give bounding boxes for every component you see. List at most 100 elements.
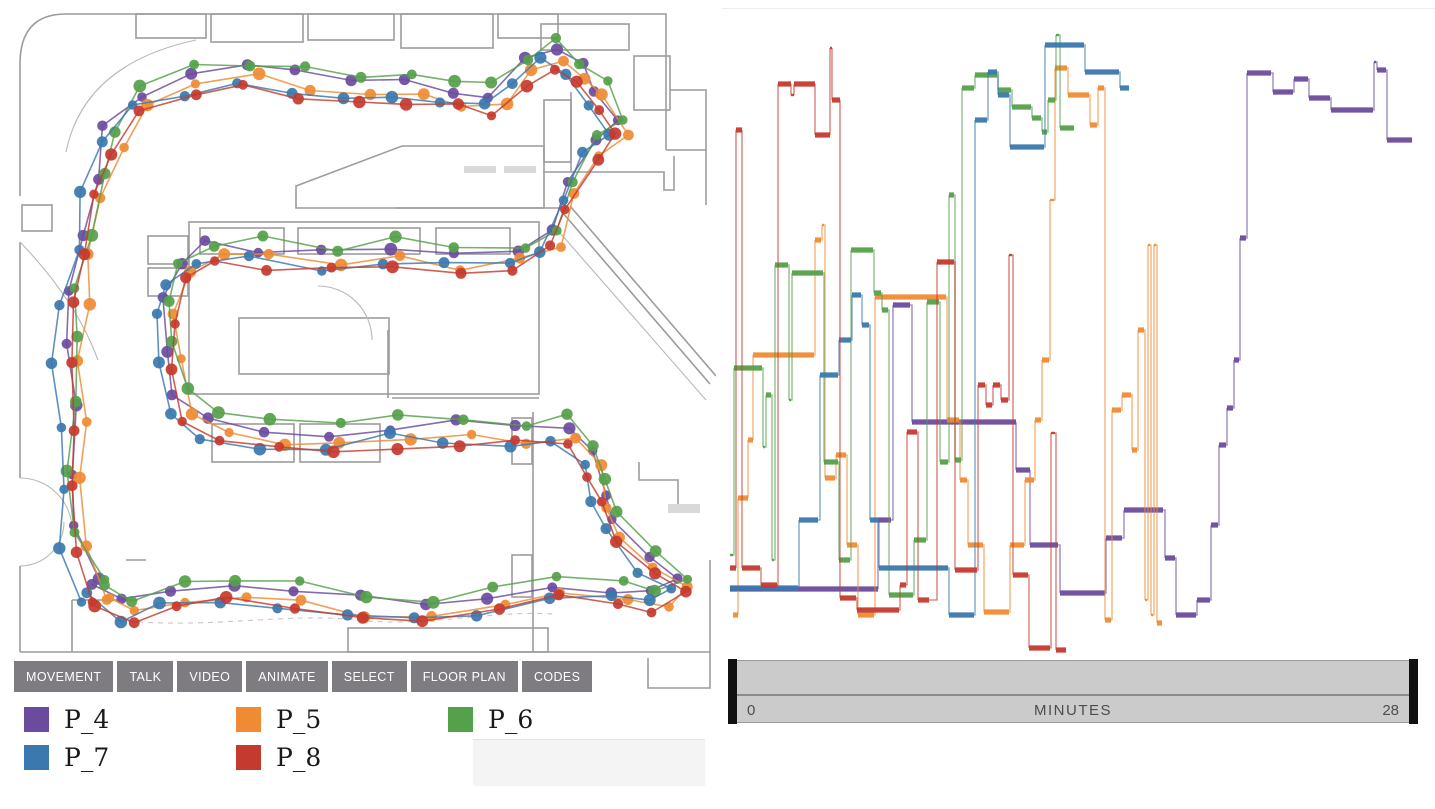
legend-swatch-p_6: [448, 706, 473, 732]
legend-item-p_7: P_7: [24, 738, 236, 776]
trajectory-point-p_8: [560, 204, 570, 215]
trajectory-point-p_5: [83, 298, 97, 311]
trajectory-point-p_5: [295, 594, 307, 606]
legend-swatch-p_7: [24, 744, 49, 770]
trajectory-point-p_4: [137, 92, 147, 102]
trajectory-point-p_6: [172, 258, 183, 269]
trajectory-point-p_6: [448, 242, 460, 253]
trajectory-point-p_8: [452, 98, 464, 110]
trajectory-point-p_8: [326, 262, 337, 273]
trajectory-point-p_7: [151, 308, 163, 319]
trajectory-point-p_4: [97, 120, 108, 131]
trajectory-point-p_7: [165, 408, 177, 420]
trajectory-point-p_6: [212, 406, 225, 419]
toolbar-button-video[interactable]: VIDEO: [177, 661, 243, 692]
trajectory-point-p_6: [392, 409, 404, 421]
trajectory-point-p_6: [335, 417, 346, 429]
trajectory-point-p_4: [316, 244, 327, 255]
legend-item-p_6: P_6: [448, 700, 660, 738]
trajectory-point-p_8: [553, 589, 565, 601]
trajectory-point-p_7: [438, 257, 450, 269]
trajectory-point-p_7: [76, 597, 87, 607]
trajectory-point-p_8: [88, 599, 102, 613]
trajectory-point-p_6: [603, 76, 613, 86]
trajectory-point-p_8: [594, 105, 605, 116]
trajectory-point-p_8: [386, 260, 399, 274]
trajectory-point-p_7: [666, 583, 677, 594]
trajectory-point-p_8: [133, 105, 145, 117]
trajectory-point-p_5: [81, 417, 92, 427]
trajectory-point-p_7: [506, 78, 518, 89]
scrubber-track[interactable]: 0 MINUTES 28: [737, 660, 1409, 723]
trajectory-point-p_8: [596, 496, 607, 507]
trajectory-point-p_7: [160, 279, 172, 291]
trajectory-point-p_8: [608, 127, 622, 140]
trajectory-point-p_5: [570, 432, 581, 444]
scrubber-handle-end[interactable]: [1409, 659, 1418, 724]
trajectory-point-p_8: [274, 441, 285, 452]
trajectory-point-p_6: [426, 595, 440, 609]
trajectory-point-p_7: [543, 592, 556, 605]
trajectory-point-p_8: [486, 111, 497, 121]
trajectory-point-p_5: [252, 67, 266, 81]
trajectory-point-p_6: [99, 579, 110, 591]
legend-item-p_4: P_4: [24, 700, 236, 738]
trajectory-point-p_6: [648, 584, 661, 598]
toolbar-button-select[interactable]: SELECT: [331, 661, 407, 692]
floorplan-canvas[interactable]: [6, 0, 716, 700]
trajectory-point-p_5: [595, 88, 608, 101]
trajectory-point-p_8: [128, 617, 140, 629]
trajectory-point-p_8: [399, 98, 413, 111]
trajectory-point-p_8: [453, 440, 466, 453]
trajectory-point-p_8: [289, 603, 301, 614]
trajectory-point-p_8: [563, 439, 573, 449]
trajectory-point-p_4: [481, 592, 494, 605]
toolbar-button-movement[interactable]: MOVEMENT: [14, 661, 114, 692]
trajectory-point-p_8: [353, 95, 366, 109]
trajectory-point-p_5: [80, 540, 93, 552]
trajectory-point-p_5: [218, 248, 231, 261]
trajectory-point-p_7: [74, 185, 87, 198]
trajectory-point-p_7: [606, 590, 618, 602]
trajectory-point-p_4: [161, 345, 174, 358]
legend-swatch-p_4: [24, 706, 49, 732]
time-scrubber[interactable]: 0 MINUTES 28: [728, 659, 1418, 724]
trajectory-point-p_8: [391, 443, 404, 456]
trajectory-point-p_8: [545, 240, 556, 251]
trajectory-point-p_7: [545, 436, 556, 447]
trajectory-point-p_5: [394, 250, 406, 262]
toolbar-button-floor-plan[interactable]: FLOOR PLAN: [410, 661, 518, 692]
scrubber-divider: [737, 694, 1409, 696]
trajectory-point-p_8: [649, 567, 662, 580]
trajectory-point-p_5: [466, 429, 477, 440]
legend-swatch-p_5: [236, 706, 261, 732]
timeline-canvas[interactable]: [728, 15, 1418, 655]
trajectory-point-p_7: [56, 422, 67, 433]
trajectory-point-p_8: [356, 611, 369, 624]
trajectory-point-p_7: [191, 259, 202, 269]
trajectory-point-p_7: [558, 195, 569, 206]
trajectory-point-p_5: [119, 142, 129, 153]
trajectory-point-p_6: [71, 330, 83, 343]
trajectory-point-p_7: [337, 92, 350, 105]
scrubber-handle-start[interactable]: [728, 659, 737, 724]
toolbar-button-codes[interactable]: CODES: [521, 661, 593, 692]
trajectory-point-p_6: [295, 576, 305, 586]
trajectory-point-p_7: [59, 484, 69, 494]
trajectory-path-p_6: [66, 37, 689, 604]
trajectory-point-p_7: [153, 596, 166, 610]
trajectory-point-p_6: [618, 576, 629, 586]
trajectory-point-p_4: [398, 73, 411, 86]
trajectory-point-p_8: [219, 591, 233, 604]
trajectory-point-p_8: [493, 603, 506, 615]
toolbar-button-talk[interactable]: TALK: [117, 661, 174, 692]
trajectory-point-p_8: [680, 585, 692, 598]
toolbar-button-animate[interactable]: ANIMATE: [246, 661, 328, 692]
trajectory-point-p_6: [487, 581, 499, 593]
timeline-series-p_4: [730, 60, 1412, 618]
trajectory-point-p_6: [591, 130, 602, 140]
trajectory-point-p_7: [643, 594, 656, 607]
trajectory-point-p_7: [436, 437, 449, 449]
trajectory-point-p_6: [550, 32, 562, 44]
